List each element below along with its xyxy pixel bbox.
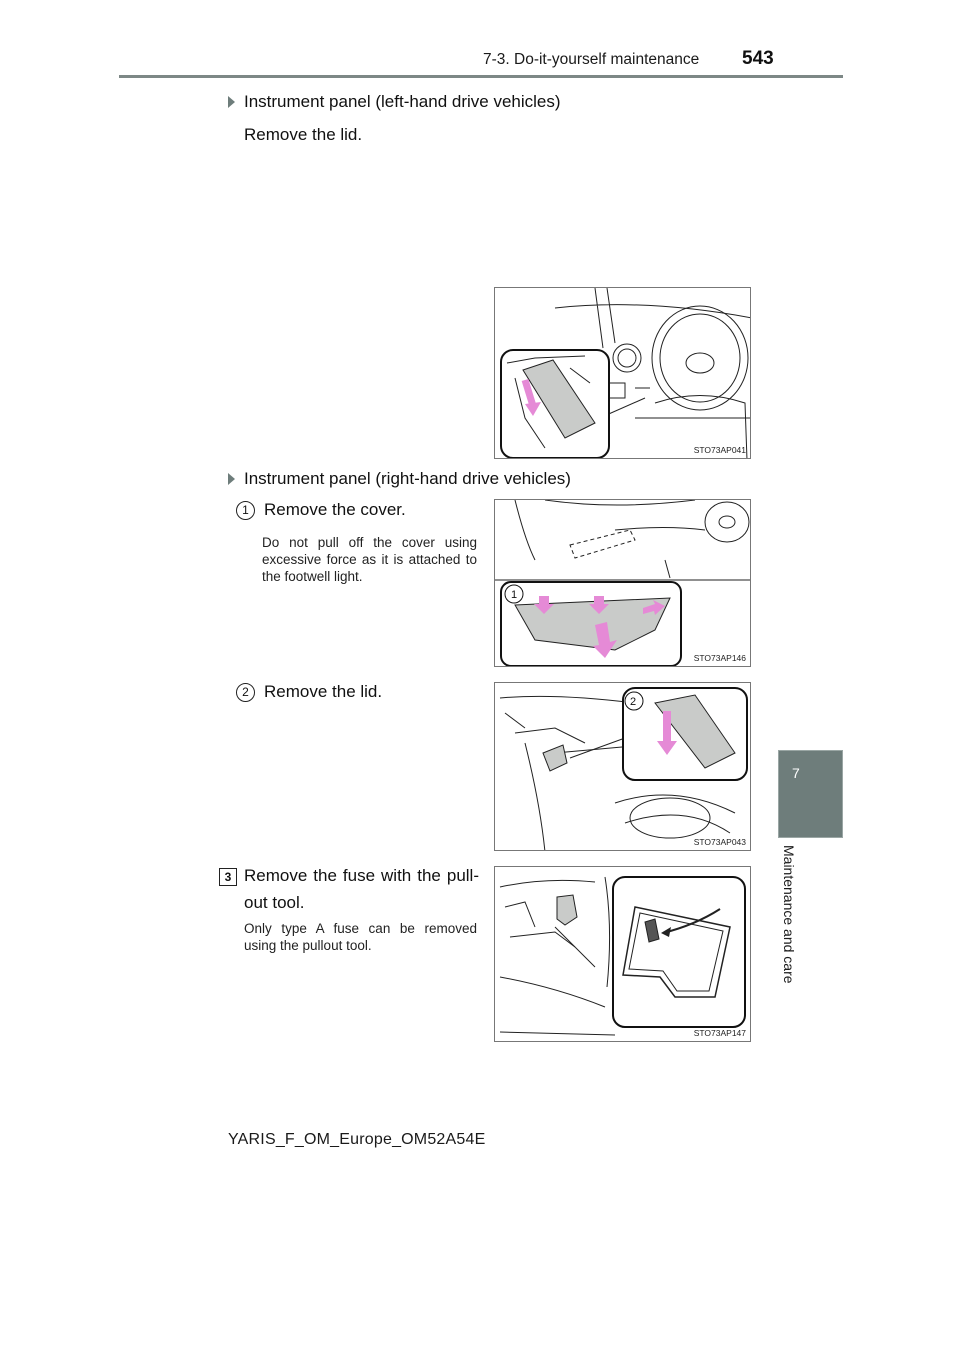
chapter-label: Maintenance and care [781, 845, 801, 984]
rhd-step-2: 2 Remove the lid. [236, 682, 382, 702]
pink-arrow-icon [657, 711, 677, 755]
triangle-bullet-icon [228, 473, 235, 485]
figure-caption: STO73AP043 [693, 837, 746, 847]
chapter-title: Maintenance and care [781, 845, 797, 984]
section-title: 7-3. Do-it-yourself maintenance [483, 51, 700, 68]
chapter-number: 7 [792, 765, 800, 781]
figure-lhd-lid: STO73AP041 [494, 287, 751, 459]
svg-text:1: 1 [511, 589, 517, 601]
figure-rhd-lid: 2 STO73AP043 [494, 682, 751, 851]
figure-caption: STO73AP147 [693, 1028, 746, 1038]
lhd-heading-text: Instrument panel (left-hand drive vehicl… [244, 92, 561, 111]
triangle-bullet-icon [228, 96, 235, 108]
step-3-note: Only type A fuse can be removed using th… [244, 921, 477, 953]
step-marker-2: 2 [236, 683, 255, 702]
figure-caption: STO73AP041 [693, 445, 746, 455]
rhd-step-1: 1 Remove the cover. [236, 500, 406, 520]
page-number: 543 [742, 48, 774, 69]
document-id: YARIS_F_OM_Europe_OM52A54E [228, 1131, 486, 1148]
lid-illustration: 2 [499, 687, 748, 850]
step-marker-1: 1 [236, 501, 255, 520]
figure-fuse-pullout: STO73AP147 [494, 866, 751, 1042]
rhd-heading: Instrument panel (right-hand drive vehic… [228, 469, 571, 489]
chapter-tab: 7 [778, 750, 843, 838]
callout-2 [624, 691, 644, 711]
step-2-instruction: Remove the lid. [264, 682, 383, 701]
step-3-instruction: Remove the fuse with the pull-out tool. [244, 866, 479, 912]
dashboard-illustration [500, 288, 750, 458]
step-1-instruction: Remove the cover. [264, 500, 406, 519]
figure-rhd-cover: 1 STO73AP146 [494, 499, 751, 667]
lhd-heading: Instrument panel (left-hand drive vehicl… [228, 92, 561, 112]
figure-caption: STO73AP146 [693, 653, 746, 663]
step-3: 3 Remove the fuse with the pull-out tool… [219, 862, 479, 912]
pink-arrow-icon [534, 596, 665, 658]
fuse-box-illustration [499, 876, 746, 1036]
svg-text:2: 2 [630, 696, 636, 708]
lhd-instruction: Remove the lid. [244, 125, 363, 144]
rhd-heading-text: Instrument panel (right-hand drive vehic… [244, 469, 571, 488]
step-1-note: Do not pull off the cover using excessiv… [262, 535, 477, 584]
header-divider [119, 75, 843, 78]
step-marker-3: 3 [219, 868, 237, 886]
callout-1 [504, 584, 524, 604]
cover-illustration: 1 [495, 500, 750, 666]
